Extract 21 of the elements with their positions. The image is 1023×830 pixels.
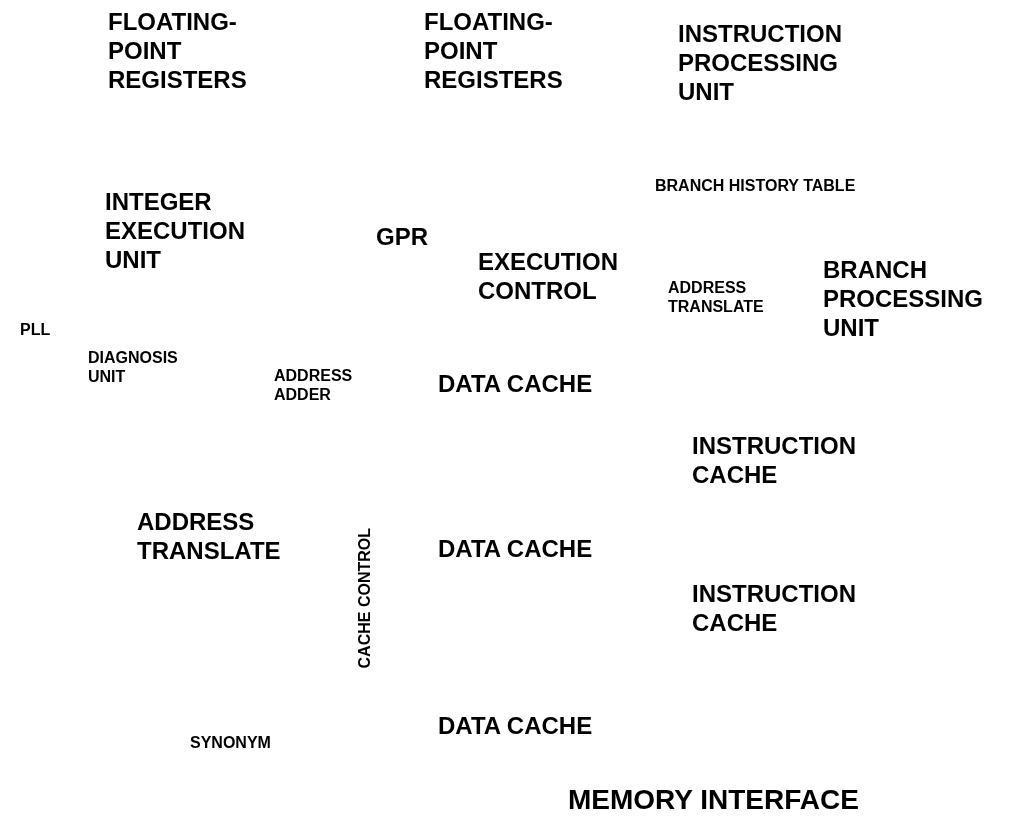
unit-label: MEMORY INTERFACE — [568, 783, 859, 817]
unit-label: INTEGER EXECUTION UNIT — [105, 188, 245, 275]
unit-label: INSTRUCTION CACHE — [692, 580, 856, 638]
unit-label: BRANCH HISTORY TABLE — [655, 176, 856, 196]
unit-label: ADDRESS TRANSLATE — [137, 508, 281, 566]
unit-label: PLL — [20, 320, 51, 340]
unit-label: BRANCH PROCESSING UNIT — [823, 256, 984, 343]
unit-label: FLOATING-POINT REGISTERS — [424, 8, 563, 95]
unit-label: INSTRUCTION PROCESSING UNIT — [678, 20, 842, 107]
unit-label: INSTRUCTION CACHE — [692, 432, 856, 490]
unit-label: ADDRESS TRANSLATE — [668, 278, 764, 317]
unit-label: DATA CACHE — [438, 535, 593, 564]
unit-label: DATA CACHE — [438, 370, 593, 399]
unit-label: DIAGNOSIS UNIT — [88, 348, 178, 387]
unit-label: DATA CACHE — [438, 712, 593, 741]
unit-label: GPR — [376, 223, 428, 252]
unit-label: FLOATING-POINT REGISTERS — [108, 8, 247, 95]
unit-label: EXECUTION CONTROL — [478, 248, 618, 306]
unit-label: CACHE CONTROL — [355, 528, 374, 669]
unit-label: SYNONYM — [190, 733, 271, 753]
unit-label: ADDRESS ADDER — [274, 366, 353, 405]
